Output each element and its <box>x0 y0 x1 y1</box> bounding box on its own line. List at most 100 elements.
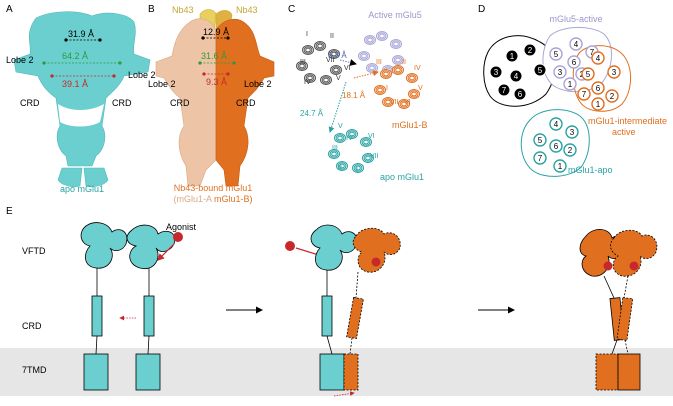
bound-agonist <box>603 261 613 271</box>
helix-cyan <box>362 153 374 163</box>
distance-low-label: 9.3 Å <box>206 77 227 87</box>
linker <box>95 335 98 355</box>
vftd-right-closed <box>352 227 401 273</box>
crd-label: CRD <box>22 321 42 331</box>
helix-numeral: V <box>338 123 343 130</box>
svg-text:6: 6 <box>518 90 523 99</box>
helix-numeral: VI <box>404 99 411 106</box>
vftd-right-closed <box>610 229 658 277</box>
helix-orange <box>392 65 404 75</box>
helix-cyan <box>328 149 340 159</box>
svg-text:6: 6 <box>596 84 601 93</box>
helix-gray <box>320 75 332 85</box>
distance-arrow-cyan <box>328 81 347 133</box>
apo-mglu1-surface <box>13 11 151 188</box>
helix-marker-lavender: 4 <box>569 37 583 51</box>
helix-marker-black: 7 <box>497 83 511 97</box>
helix-marker-cyan: 3 <box>565 125 579 139</box>
crd-left-label: CRD <box>170 98 190 108</box>
mglu1-b-surface <box>215 18 275 187</box>
svg-text:7: 7 <box>538 154 543 163</box>
agonist-ligand <box>285 241 295 251</box>
helix-numeral: I <box>306 31 308 38</box>
state-intermediate <box>285 224 401 397</box>
panel-b-caption-line2: (mGlu1-A mGlu1-B) <box>173 194 252 204</box>
panel-a: A 31.9 Å 64.2 Å 39.1 Å Lobe 2 Lobe 2 CRD… <box>6 4 156 194</box>
lobe-right-label: Lobe 2 <box>128 70 156 80</box>
helix-numeral: II <box>402 59 406 66</box>
helix-cyan <box>346 129 358 139</box>
crd-right-label: CRD <box>112 98 132 108</box>
panel-b-caption-line1: Nb43-bound mGlu1 <box>174 183 253 193</box>
anchor-point <box>112 74 116 78</box>
helix-marker-orange: 3 <box>607 65 621 79</box>
svg-text:1: 1 <box>568 80 573 89</box>
helix-numeral: I <box>356 167 358 174</box>
helix-orange <box>406 73 418 83</box>
vftd-left <box>310 224 358 271</box>
anchor-point <box>98 38 102 42</box>
helix-marker-orange: 4 <box>591 51 605 65</box>
svg-text:3: 3 <box>570 128 575 137</box>
mglu1-b-label: mGlu1-B <box>392 120 428 130</box>
crd-right-block <box>616 297 634 341</box>
anchor-point <box>226 36 230 40</box>
svg-text:7: 7 <box>590 48 595 57</box>
state-active <box>579 229 658 391</box>
tmd-right-block <box>617 353 641 391</box>
helix-marker-black: 5 <box>533 63 547 77</box>
panel-letter-e: E <box>6 206 13 217</box>
state-apo <box>80 222 176 391</box>
apo-mglu1-helix-bundle <box>328 129 374 173</box>
helix-numeral: VI <box>344 65 351 72</box>
vftd-label: VFTD <box>22 246 46 256</box>
svg-text:1: 1 <box>596 100 601 109</box>
helix-numeral: IV <box>304 79 311 86</box>
crd-right-block <box>346 296 364 340</box>
crd-right-label: CRD <box>236 98 256 108</box>
helix-orange <box>382 97 394 107</box>
distance-top-label: 31.9 Å <box>68 29 94 39</box>
distance-arrow-blue <box>339 59 357 66</box>
svg-text:4: 4 <box>574 40 579 49</box>
tmd-label: 7TMD <box>22 365 47 375</box>
svg-text:3: 3 <box>612 68 617 77</box>
helix-gray <box>328 49 340 59</box>
helix-marker-cyan: 1 <box>553 159 567 173</box>
helix-marker-black: 6 <box>513 87 527 101</box>
agonist-ligand <box>173 232 183 242</box>
panel-letter-c: C <box>288 4 295 15</box>
helix-cyan <box>334 133 346 143</box>
helix-numeral: VII <box>370 153 379 160</box>
helix-marker-cyan: 5 <box>533 133 547 147</box>
svg-text:4: 4 <box>596 54 601 63</box>
helix-gray <box>296 61 308 71</box>
panel-letter-a: A <box>6 4 13 15</box>
crd-left-block <box>321 295 333 337</box>
vftd-left <box>80 222 128 269</box>
nb43-left-label: Nb43 <box>172 5 194 15</box>
helix-gray <box>330 65 342 75</box>
helix-marker-lavender: 5 <box>549 47 563 61</box>
helix-marker-lavender: 1 <box>563 77 577 91</box>
anchor-point <box>42 61 46 65</box>
anchor-point <box>202 72 206 76</box>
apo-mglu1-label: apo mGlu1 <box>380 172 424 182</box>
helix-numeral: IV <box>346 135 353 142</box>
helix-numeral: VII <box>326 57 335 64</box>
intermediate-label-line1: mGlu1-intermediate <box>588 116 667 126</box>
helix-marker-cyan: 2 <box>563 143 577 157</box>
svg-text:5: 5 <box>538 136 543 145</box>
mglu5-active-label: mGlu5-active <box>549 14 602 24</box>
helix-numeral: V <box>336 75 341 82</box>
linker <box>355 271 359 299</box>
svg-text:5: 5 <box>538 66 543 75</box>
linker <box>326 335 333 355</box>
distance-arrow-orange <box>353 70 379 79</box>
tmd-left-block <box>83 353 109 391</box>
svg-text:3: 3 <box>558 68 563 77</box>
bound-agonist <box>371 257 381 267</box>
